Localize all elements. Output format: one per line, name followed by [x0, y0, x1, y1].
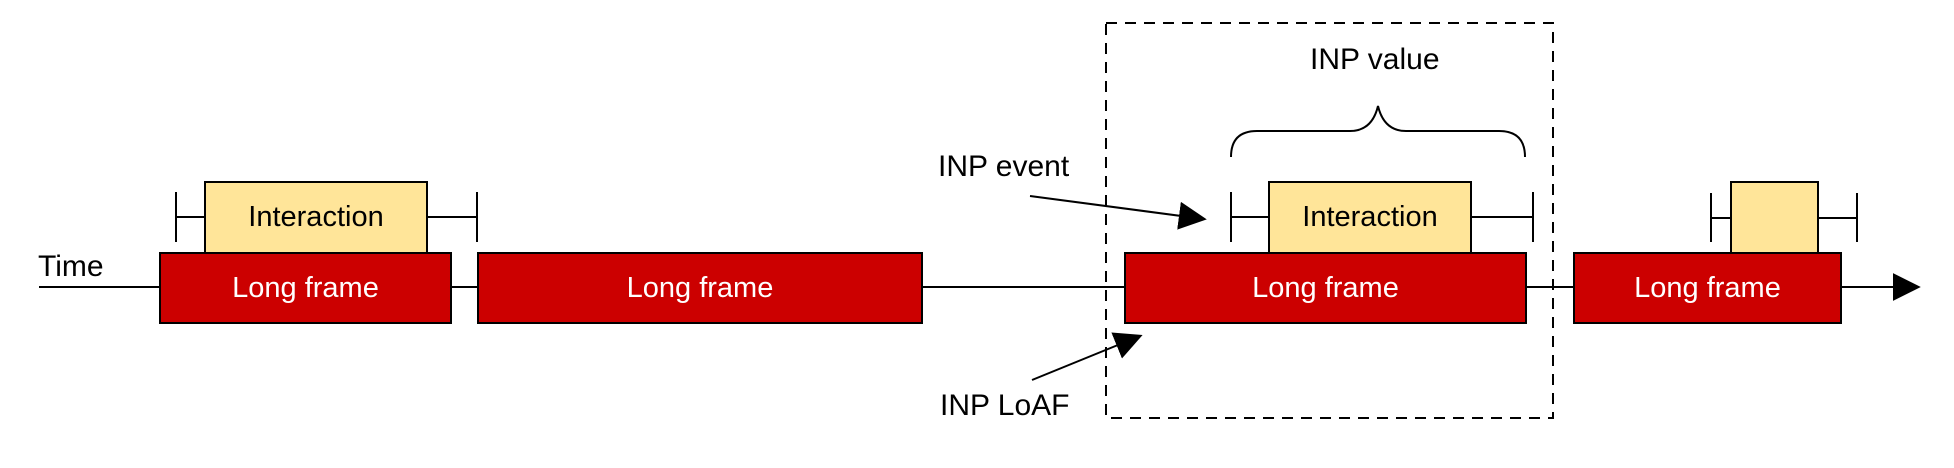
inp-value-brace [1230, 105, 1526, 158]
long-frame-box-4: Long frame [1573, 252, 1842, 324]
interaction-2-whiskers [1230, 192, 1534, 242]
interaction-box-2: Interaction [1268, 181, 1472, 254]
inp-loaf-label: INP LoAF [940, 389, 1070, 422]
inp-value-label: INP value [1310, 43, 1440, 76]
inp-loaf-arrow [1031, 332, 1143, 381]
inp-event-label: INP event [938, 150, 1070, 183]
long-frame-box-3: Long frame [1124, 252, 1527, 324]
inp-event-arrow [1029, 195, 1207, 230]
time-axis-label: Time [38, 250, 104, 283]
interaction-3-whiskers [1710, 193, 1858, 242]
long-frame-box-2: Long frame [477, 252, 923, 324]
inp-loaf-region-dashed-box [1105, 22, 1554, 419]
long-frame-box-1: Long frame [159, 252, 452, 324]
interaction-box-3 [1730, 181, 1819, 254]
interaction-1-whiskers [175, 192, 478, 242]
interaction-box-1: Interaction [204, 181, 428, 254]
